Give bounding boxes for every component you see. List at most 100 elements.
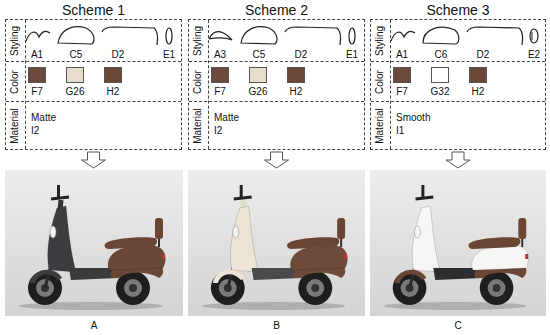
- outline-sketch: [166, 28, 172, 44]
- rear-body: [472, 246, 529, 270]
- scheme-title: Scheme 1: [6, 2, 181, 18]
- outline-sketch: [530, 29, 538, 43]
- row-label: Material: [374, 108, 386, 144]
- scheme-title: Scheme 2: [189, 2, 364, 18]
- styling-row: StylingA3C5D2E1: [189, 20, 364, 62]
- color-code: H2: [107, 86, 120, 98]
- color-swatch: [66, 67, 84, 83]
- color-row: ColorF7 G26 H2: [189, 62, 364, 102]
- material-row: Material Matte I2: [189, 102, 364, 149]
- style-code: E2: [528, 49, 540, 61]
- column-divider: [25, 20, 26, 149]
- photo-label: A: [5, 320, 183, 332]
- headlight: [50, 226, 56, 238]
- style-code: C5: [70, 49, 83, 61]
- rim: [219, 279, 237, 297]
- handlebar: [415, 197, 433, 199]
- hollow-arrow: [265, 152, 289, 168]
- color-code: F7: [214, 86, 226, 98]
- material-code: Matte I2: [31, 111, 56, 137]
- style-code: E1: [346, 49, 358, 61]
- color-code: F7: [396, 86, 408, 98]
- row-label: Color: [9, 70, 21, 94]
- rim: [401, 279, 419, 297]
- style-code: C6: [435, 49, 448, 61]
- hub: [129, 284, 137, 292]
- color-swatch: [211, 67, 229, 83]
- backrest: [518, 218, 526, 239]
- color-code: H2: [290, 86, 303, 98]
- material-code: Matte I2: [214, 111, 239, 137]
- backrest-post: [521, 238, 523, 247]
- handlebar: [51, 197, 69, 199]
- scooter-photo: [370, 170, 546, 316]
- photo-ground: [5, 170, 183, 316]
- headlight: [414, 226, 420, 238]
- column-divider: [208, 20, 209, 149]
- style-code: A1: [31, 49, 43, 61]
- front-fender: [213, 270, 245, 283]
- scheme-panel: Scheme 1StylingA1C5D2E1ColorF7G26H2Mater…: [5, 19, 182, 150]
- color-code: G26: [249, 86, 268, 98]
- row-label: Styling: [192, 25, 204, 55]
- render-photo: C: [370, 170, 546, 316]
- style-code: D2: [295, 49, 308, 61]
- backrest-post: [340, 238, 342, 247]
- scheme-panel: Scheme 3StylingA1C6D2E2ColorF7G32H2Mater…: [370, 19, 546, 150]
- rim: [488, 279, 506, 297]
- photo-ground: [188, 170, 365, 316]
- photo-ground: [370, 170, 546, 316]
- seat: [287, 237, 339, 249]
- row-label: Material: [192, 108, 204, 144]
- seat: [105, 237, 157, 249]
- scheme-panel: Scheme 2StylingA3C5D2E1ColorF7G26H2Mater…: [188, 19, 365, 150]
- color-swatch: [393, 67, 411, 83]
- material-row: Material Matte I2: [6, 102, 181, 149]
- hub: [311, 284, 319, 292]
- backrest: [155, 218, 163, 239]
- backrest-post: [158, 238, 160, 247]
- row-label: Color: [192, 70, 204, 94]
- taillight: [162, 254, 165, 259]
- color-row: ColorF7G26H2: [6, 62, 181, 102]
- outline-sketch: [349, 28, 355, 44]
- column-divider: [390, 20, 391, 149]
- row-label: Material: [9, 108, 21, 144]
- headlight: [233, 226, 239, 238]
- style-code: E1: [163, 49, 175, 61]
- style-code: C5: [253, 49, 266, 61]
- mirror: [421, 185, 424, 197]
- rim: [306, 279, 324, 297]
- front-apron: [48, 206, 76, 272]
- front-apron: [230, 206, 258, 272]
- front-fender: [395, 270, 427, 283]
- styling-row: StylingA1C6D2E2: [371, 20, 545, 62]
- scheme-title: Scheme 3: [371, 2, 545, 18]
- outline-sketch: [285, 27, 341, 45]
- row-label: Styling: [9, 25, 21, 55]
- scooter-photo: [5, 170, 183, 316]
- color-code: H2: [472, 86, 485, 98]
- row-label: Color: [374, 70, 386, 94]
- taillight: [525, 254, 528, 259]
- color-swatch: [469, 67, 487, 83]
- scooter-photo: [188, 170, 365, 316]
- material-row: MaterialSmooth I1: [371, 102, 545, 149]
- color-swatch: [249, 67, 267, 83]
- outline-sketch: [241, 27, 277, 44]
- rim: [124, 279, 142, 297]
- color-swatch: [287, 67, 305, 83]
- photo-label: C: [370, 320, 546, 332]
- handlebar: [234, 197, 252, 199]
- color-row: ColorF7G32H2: [371, 62, 545, 102]
- outline-sketch: [467, 27, 523, 45]
- style-code: D2: [477, 49, 490, 61]
- color-swatch: [431, 67, 449, 83]
- backrest: [337, 218, 345, 239]
- seat: [469, 237, 521, 249]
- render-photo: B: [188, 170, 365, 316]
- rear-body: [290, 246, 347, 270]
- render-photo: A: [5, 170, 183, 316]
- outline-sketch: [102, 27, 158, 45]
